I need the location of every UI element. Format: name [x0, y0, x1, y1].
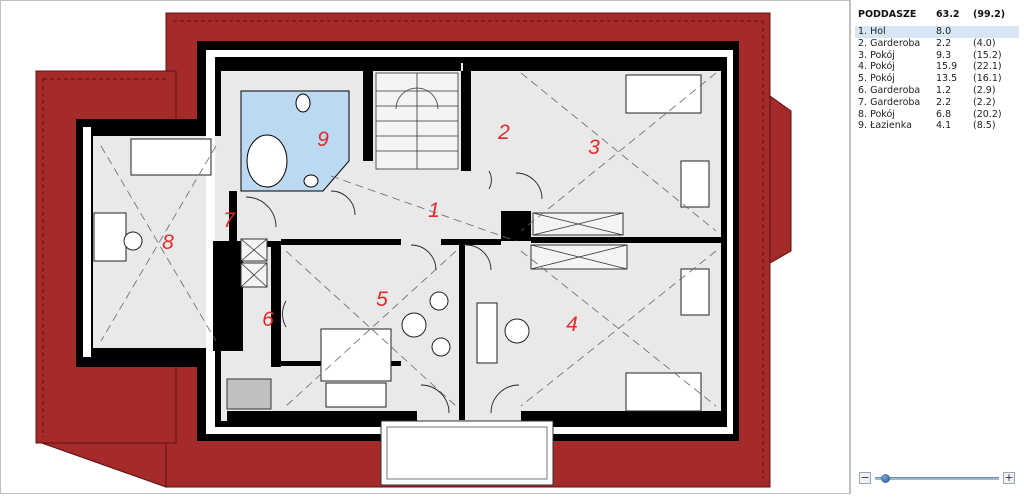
zoom-control: − + — [859, 472, 1017, 484]
floor-area: 63.2 — [936, 9, 960, 20]
room-name: 2. Garderoba — [858, 37, 921, 49]
floor-plan-drawing: 1 2 3 4 5 6 7 8 9 — [35, 12, 792, 488]
floor-plan-view[interactable]: 1 2 3 4 5 6 7 8 9 — [0, 0, 850, 494]
room-name: 9. Łazienka — [858, 120, 912, 132]
room-label-8: 8 — [162, 231, 174, 254]
room-area: 13.5 — [936, 73, 958, 85]
sink — [295, 93, 311, 113]
room-area: 1.2 — [936, 84, 952, 96]
room-name: 3. Pokój — [858, 49, 895, 61]
room-total-area: (8.5) — [973, 120, 996, 132]
room-name: 6. Garderoba — [858, 84, 921, 96]
room-area: 9.3 — [936, 49, 952, 61]
room-row-6[interactable]: 6. Garderoba 1.2 (2.9) — [855, 85, 1019, 97]
room-total-area: (15.2) — [973, 49, 1002, 61]
room-total-area: (20.2) — [973, 108, 1002, 120]
room-label-5: 5 — [376, 288, 388, 311]
staircase — [375, 72, 459, 170]
interior-walls — [213, 63, 723, 421]
room-label-6: 6 — [262, 308, 274, 331]
room-row-2[interactable]: 2. Garderoba 2.2 (4.0) — [855, 38, 1019, 50]
room-list: 1. Hol 8.0 2. Garderoba 2.2 (4.0) 3. Pok… — [855, 26, 1019, 132]
furniture — [93, 74, 710, 412]
room-area: 2.2 — [936, 37, 952, 49]
room-area: 2.2 — [936, 96, 952, 108]
bathtub — [246, 134, 288, 188]
room-label-7: 7 — [223, 209, 236, 232]
roof-ridge-lines — [42, 20, 764, 479]
room-list-panel: PODDASZE 63.2 (99.2) 1. Hol 8.0 2. Garde… — [850, 0, 1024, 494]
room-name: 4. Pokój — [858, 61, 895, 73]
room-label-9: 9 — [317, 128, 329, 151]
zoom-out-button[interactable]: − — [859, 471, 871, 484]
balcony — [380, 420, 554, 486]
toilet — [303, 174, 319, 188]
room-total-area: (16.1) — [973, 73, 1002, 85]
room-label-1: 1 — [428, 199, 440, 222]
area-diagonals — [100, 72, 717, 407]
room-area: 4.1 — [936, 120, 952, 132]
room-total-area: (2.2) — [973, 96, 996, 108]
room-label-4: 4 — [566, 313, 578, 336]
room-area: 15.9 — [936, 61, 958, 73]
zoom-in-button[interactable]: + — [1003, 471, 1015, 484]
zoom-slider-track[interactable] — [875, 474, 999, 483]
balcony-rail — [386, 426, 548, 480]
room-label-2: 2 — [497, 121, 510, 144]
closet-crosses — [240, 212, 628, 288]
room-row-5[interactable]: 5. Pokój 13.5 (16.1) — [855, 73, 1019, 85]
room-row-9[interactable]: 9. Łazienka 4.1 (8.5) — [855, 120, 1019, 132]
room-name: 8. Pokój — [858, 108, 895, 120]
room-name: 5. Pokój — [858, 73, 895, 85]
chimney — [226, 378, 272, 410]
room-area: 6.8 — [936, 108, 952, 120]
room-total-area: (22.1) — [973, 61, 1002, 73]
room-name: 7. Garderoba — [858, 96, 921, 108]
room-row-3[interactable]: 3. Pokój 9.3 (15.2) — [855, 50, 1019, 62]
room-row-7[interactable]: 7. Garderoba 2.2 (2.2) — [855, 97, 1019, 109]
room-row-1[interactable]: 1. Hol 8.0 — [855, 26, 1019, 38]
floor-name: PODDASZE — [858, 9, 917, 20]
floor-total-area: (99.2) — [973, 9, 1006, 20]
room-row-4[interactable]: 4. Pokój 15.9 (22.1) — [855, 61, 1019, 73]
room-total-area: (4.0) — [973, 37, 996, 49]
room-row-8[interactable]: 8. Pokój 6.8 (20.2) — [855, 109, 1019, 121]
room-total-area: (2.9) — [973, 84, 996, 96]
room-label-3: 3 — [588, 136, 600, 159]
room-area: 8.0 — [936, 26, 952, 37]
room-name: 1. Hol — [858, 26, 886, 37]
door-swings — [245, 170, 543, 414]
zoom-slider-thumb[interactable] — [881, 474, 890, 483]
